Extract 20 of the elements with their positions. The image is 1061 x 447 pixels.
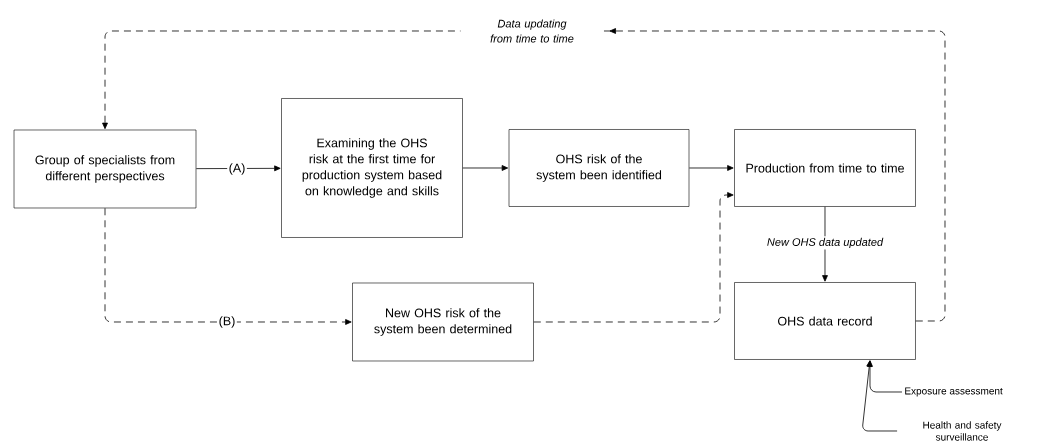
process-box: OHS risk of the system been identified (508, 129, 690, 207)
process-box: OHS data record (734, 282, 916, 360)
arrow (102, 28, 946, 322)
process-box: Production from time to time (734, 129, 916, 207)
edge-label: (B) (217, 314, 237, 330)
arrow (195, 165, 281, 172)
annotation-text: Health and safety surveillance (923, 421, 1002, 441)
process-box: New OHS risk of the system been determined (352, 282, 534, 362)
edge-label: Data updating from time to time (460, 17, 604, 45)
arrow (822, 206, 828, 282)
arrow (462, 165, 509, 171)
arrow (104, 207, 352, 325)
arrow (688, 165, 734, 171)
annotation-text: Exposure assessment (905, 387, 1003, 397)
process-box: Group of specialists from different perspectives (13, 129, 197, 209)
process-box: Examining the OHS risk at the first time for production system based on knowledge and skills (281, 98, 463, 238)
edge-label: (A) (227, 161, 247, 177)
edge-label: New OHS data updated (765, 236, 885, 250)
arrow (862, 360, 898, 432)
arrow (533, 192, 734, 323)
